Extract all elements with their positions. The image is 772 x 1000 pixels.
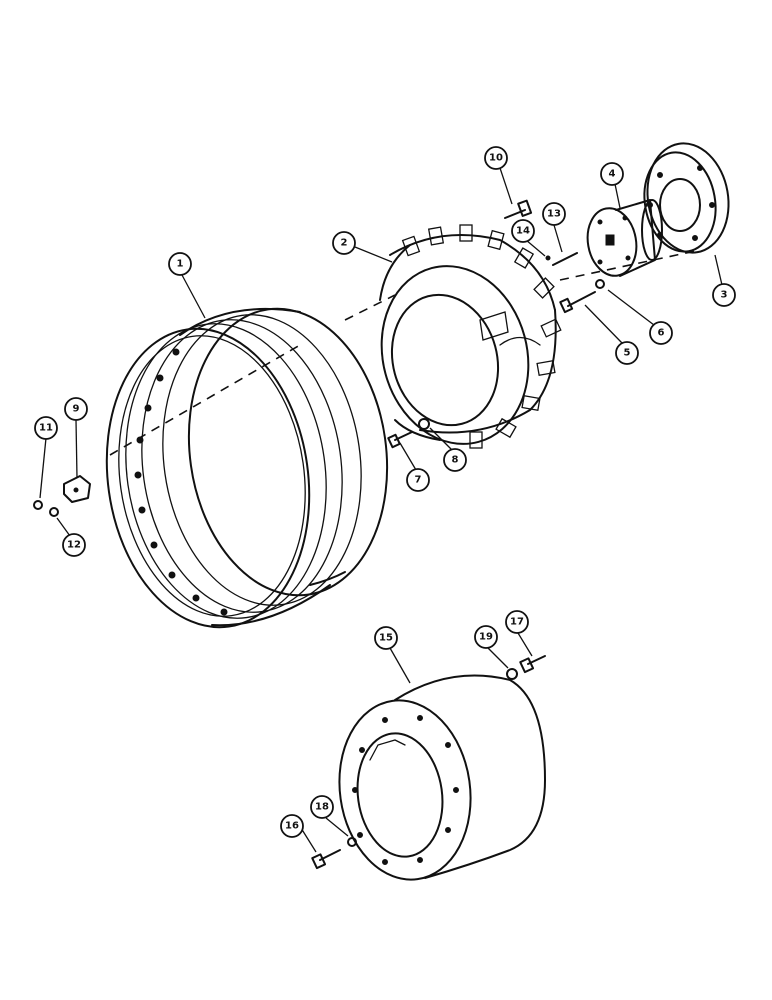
- svg-text:16: 16: [285, 821, 299, 832]
- svg-text:9: 9: [73, 404, 80, 415]
- hub-part-4: [586, 199, 663, 277]
- washer-part-18: [347, 837, 357, 847]
- callout-13: 13: [542, 202, 566, 226]
- svg-text:17: 17: [510, 617, 524, 628]
- svg-text:6: 6: [658, 328, 665, 339]
- svg-text:11: 11: [39, 423, 53, 434]
- svg-text:4: 4: [609, 169, 616, 180]
- svg-text:1: 1: [177, 259, 184, 270]
- wheel-weight-part-15: [338, 674, 546, 881]
- bolt-part-17: [519, 655, 546, 674]
- callout-8: 8: [443, 448, 467, 472]
- svg-text:2: 2: [341, 238, 348, 249]
- bolt-part-16: [311, 849, 341, 870]
- callout-15: 15: [374, 626, 398, 650]
- callout-1: 1: [168, 252, 192, 276]
- assembly-centerline: [109, 249, 701, 456]
- washer-part-6: [595, 279, 605, 289]
- svg-text:13: 13: [547, 209, 561, 220]
- callout-12: 12: [62, 533, 86, 557]
- nut-part-19: [506, 668, 518, 680]
- svg-text:15: 15: [379, 633, 393, 644]
- svg-text:8: 8: [452, 455, 459, 466]
- leader-lines: [39, 167, 723, 853]
- bolt-part-10: [504, 199, 533, 219]
- callout-3: 3: [712, 283, 736, 307]
- rim-part-1: [105, 307, 389, 629]
- callout-9: 9: [64, 397, 88, 421]
- washer-part-12: [49, 507, 59, 517]
- clamp-part-9: [63, 475, 91, 503]
- callout-4: 4: [600, 162, 624, 186]
- callout-10: 10: [484, 146, 508, 170]
- callout-5: 5: [615, 341, 639, 365]
- wheel-center-part-2: [379, 224, 562, 449]
- callout-2: 2: [332, 231, 356, 255]
- pin-part-13: [552, 252, 578, 266]
- svg-text:19: 19: [479, 632, 493, 643]
- svg-text:14: 14: [516, 226, 530, 237]
- callout-6: 6: [649, 321, 673, 345]
- svg-text:10: 10: [489, 153, 503, 164]
- nut-part-11: [33, 500, 43, 510]
- flange-part-3: [643, 142, 730, 254]
- svg-text:12: 12: [67, 540, 81, 551]
- callout-14: 14: [511, 219, 535, 243]
- washer-part-8: [418, 418, 430, 430]
- bolt-part-7: [387, 431, 413, 449]
- callout-16: 16: [280, 814, 304, 838]
- bolt-part-5: [559, 291, 596, 314]
- svg-text:18: 18: [315, 802, 329, 813]
- key-part-14: [545, 255, 551, 261]
- callout-18: 18: [310, 795, 334, 819]
- callout-11: 11: [34, 416, 58, 440]
- callout-19: 19: [474, 625, 498, 649]
- svg-text:3: 3: [721, 290, 728, 301]
- svg-text:5: 5: [624, 348, 631, 359]
- svg-text:7: 7: [415, 475, 422, 486]
- callout-7: 7: [406, 468, 430, 492]
- callout-17: 17: [505, 610, 529, 634]
